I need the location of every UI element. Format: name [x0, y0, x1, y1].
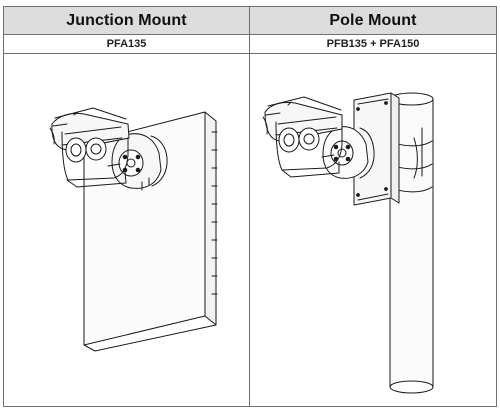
- pole-mount-model: PFB135 + PFA150: [250, 35, 496, 54]
- pole-mount-illustration-cell: [250, 54, 496, 406]
- junction-mount-illustration: [49, 107, 218, 352]
- junction-mount-illustration-cell: [4, 54, 250, 406]
- junction-mount-header: Junction Mount: [4, 7, 250, 35]
- pole-mount-header: Pole Mount: [250, 7, 496, 35]
- junction-box-illustration: [111, 133, 168, 191]
- pole-mount-illustration: [262, 92, 434, 394]
- pole-mount-bracket-illustration: [322, 92, 400, 206]
- junction-mount-model: PFA135: [4, 35, 250, 54]
- bullet-camera-illustration: [49, 107, 130, 188]
- bullet-camera-illustration: [262, 96, 343, 178]
- mount-comparison-table: Junction Mount Pole Mount PFA135 PFB135 …: [3, 6, 497, 407]
